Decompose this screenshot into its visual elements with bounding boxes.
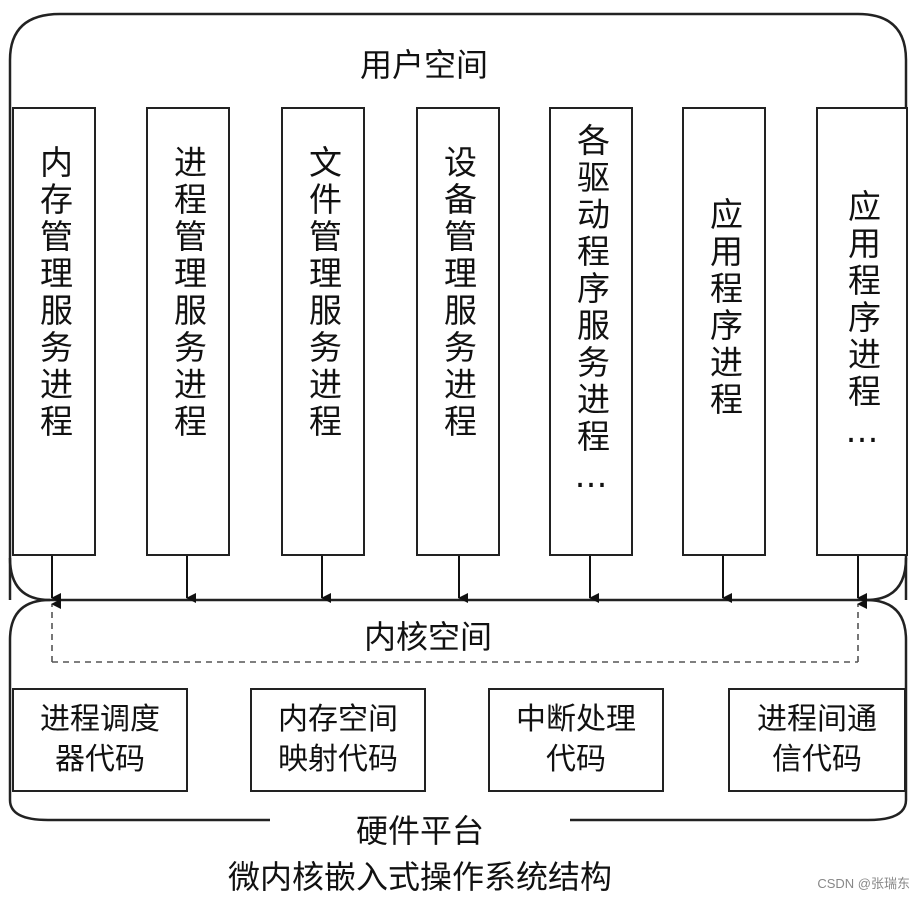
process-box-drivers: 各驱动程序服务进程… (549, 107, 633, 556)
kernel-module-line: 进程间通 (757, 702, 877, 737)
process-box-label: 文件管理服务进程 (303, 145, 343, 441)
kernel-module-line: 中断处理 (516, 702, 636, 737)
process-box-app-process: 应用程序进程 (682, 107, 766, 556)
user-space-bottom-right-curve (865, 557, 908, 602)
watermark: CSDN @张瑞东 (817, 876, 910, 891)
kernel-module-scheduler: 进程调度 器代码 (12, 688, 188, 792)
process-box-label: 内存管理服务进程 (34, 145, 74, 441)
kernel-module-interrupt: 中断处理 代码 (488, 688, 664, 792)
process-box-process-mgmt: 进程管理服务进程 (146, 107, 230, 556)
kernel-module-line: 内存空间 (278, 702, 398, 737)
process-box-app-processes-more: 应用程序进程… (816, 107, 908, 556)
process-box-label: 进程管理服务进程 (168, 145, 208, 441)
kernel-space-frame-right (570, 598, 908, 822)
kernel-space-title: 内核空间 (363, 618, 493, 656)
kernel-module-line: 进程调度 (40, 702, 160, 737)
user-space-bottom-left-curve (8, 557, 51, 602)
kernel-module-line: 信代码 (772, 742, 862, 777)
process-box-label: 应用程序进程 (704, 197, 744, 419)
diagram-caption: 微内核嵌入式操作系统结构 (227, 858, 613, 896)
process-box-label: 应用程序进程… (842, 189, 882, 454)
user-space-frame (8, 12, 908, 600)
kernel-space-frame (8, 598, 270, 822)
process-box-label: 设备管理服务进程 (438, 145, 478, 441)
user-space-title: 用户空间 (359, 46, 489, 84)
process-box-label: 各驱动程序服务进程… (571, 123, 611, 499)
kernel-module-ipc: 进程间通 信代码 (728, 688, 906, 792)
hardware-platform-label: 硬件平台 (355, 812, 485, 850)
kernel-module-line: 器代码 (55, 742, 145, 777)
kernel-module-line: 映射代码 (278, 742, 398, 777)
process-box-file-mgmt: 文件管理服务进程 (281, 107, 365, 556)
kernel-module-line: 代码 (546, 742, 606, 777)
process-box-device-mgmt: 设备管理服务进程 (416, 107, 500, 556)
process-box-memory-mgmt: 内存管理服务进程 (12, 107, 96, 556)
kernel-module-memory-mapping: 内存空间 映射代码 (250, 688, 426, 792)
